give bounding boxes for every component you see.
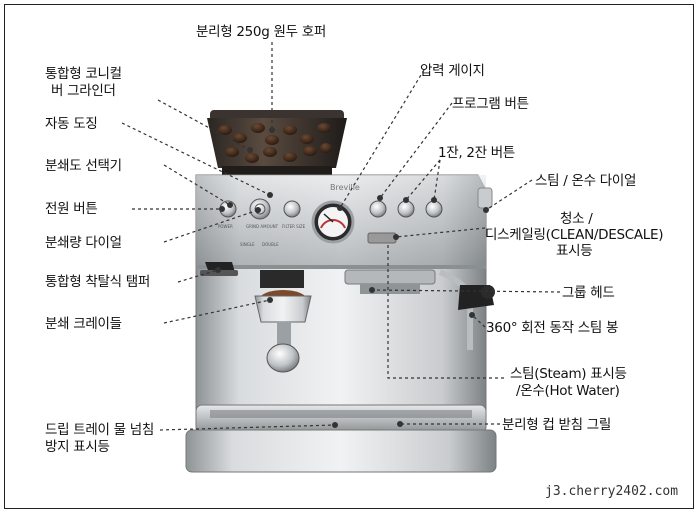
bean-hopper (207, 110, 347, 176)
one-cup-button-knob[interactable] (397, 200, 415, 218)
drip-tray (185, 404, 497, 473)
label-steam-indicator-line1: 스팀(Steam) 표시등 (510, 366, 627, 382)
label-steam-indicator-line2: /온수(Hot Water) (516, 383, 620, 399)
label-tamper: 통합형 착탈식 탬퍼 (45, 274, 150, 290)
svg-text:GRIND AMOUNT: GRIND AMOUNT (246, 224, 279, 229)
leader-dots (215, 127, 489, 428)
brand-logo: Breville (330, 183, 360, 192)
label-cup-buttons: 1잔, 2잔 버튼 (438, 145, 516, 161)
label-power-button: 전원 버튼 (45, 201, 98, 217)
clean-indicator-light (367, 232, 397, 244)
label-grind-amount-dial: 분쇄량 다이얼 (45, 235, 122, 251)
label-grinder-line2: 버 그라인더 (51, 83, 116, 99)
two-cup-button-knob[interactable] (425, 200, 443, 218)
svg-text:DOUBLE: DOUBLE (262, 242, 279, 247)
label-program-button: 프로그램 버튼 (452, 96, 529, 112)
label-grind-cradle: 분쇄 크레이들 (45, 316, 122, 332)
filter-size-knob[interactable] (283, 200, 301, 218)
label-clean-line1: 청소 / (560, 211, 593, 227)
label-hopper: 분리형 250g 원두 호퍼 (196, 24, 326, 40)
svg-text:FILTER SIZE: FILTER SIZE (282, 224, 306, 229)
label-clean-line2: 디스케일링(CLEAN/DESCALE) (485, 227, 664, 243)
steam-wand (438, 269, 495, 350)
control-panel: POWER GRIND AMOUNT FILTER SIZE SINGLE DO… (218, 198, 443, 247)
group-head (344, 269, 436, 294)
label-group-head: 그룹 헤드 (562, 285, 615, 301)
label-pressure-gauge: 압력 게이지 (420, 63, 485, 79)
label-cup-grill: 분리형 컵 받침 그릴 (502, 417, 611, 433)
program-button-knob[interactable] (369, 200, 387, 218)
label-steam-wand: 360° 회전 동작 스팀 봉 (486, 320, 619, 336)
leader-lines (121, 42, 561, 431)
label-grind-selector: 분쇄도 선택기 (45, 158, 122, 174)
svg-text:POWER: POWER (218, 224, 233, 229)
watermark: j3.cherry2402.com (545, 484, 679, 499)
label-drip-tray-line2: 방지 표시등 (45, 439, 110, 455)
svg-text:SINGLE: SINGLE (240, 242, 255, 247)
label-grinder-line1: 통합형 코니컬 (45, 66, 122, 82)
label-drip-tray-line1: 드립 트레이 물 넘침 (45, 422, 154, 438)
label-steam-dial: 스팀 / 온수 다이얼 (535, 173, 637, 189)
label-clean-line3: 표시등 (556, 243, 593, 259)
label-auto-dosing: 자동 도징 (45, 116, 98, 132)
